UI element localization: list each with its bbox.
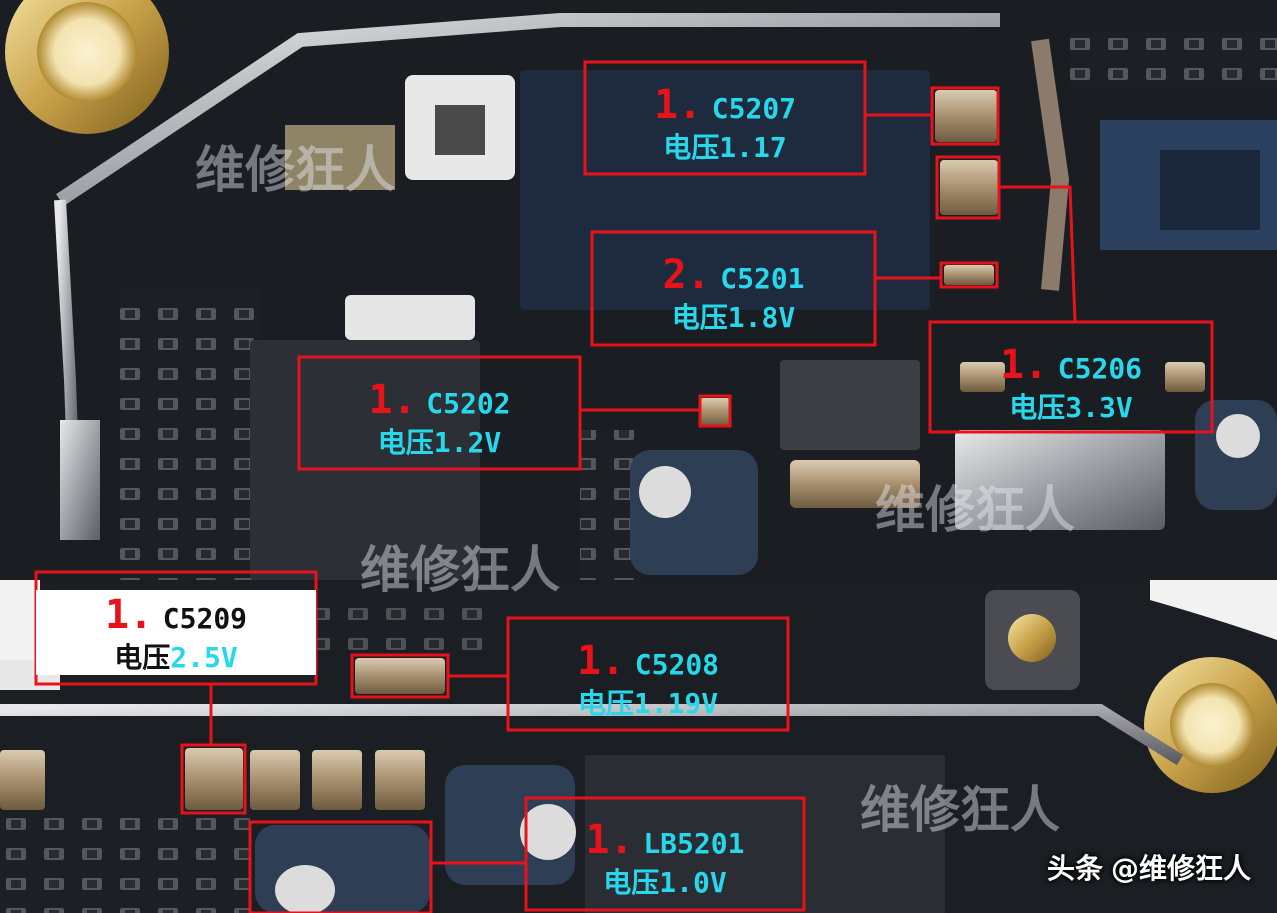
label-volt-prefix: 电压 [603, 866, 660, 899]
label-lb5201: 1. LB5201 电压1.0V [526, 815, 804, 900]
label-volt-value: 1.17 [719, 131, 787, 164]
label-number: 2. [662, 252, 711, 298]
label-c5206: 1. C5206 电压3.3V [930, 340, 1212, 425]
label-code: C5208 [634, 648, 720, 681]
label-volt-prefix: 电压 [377, 426, 434, 459]
label-c5202: 1. C5202 电压1.2V [299, 375, 580, 460]
label-volt-value: 1.0V [659, 866, 727, 899]
label-number: 1. [585, 817, 634, 863]
label-code: LB5201 [643, 827, 745, 860]
label-volt-value: 1.8V [727, 301, 796, 334]
label-code: C5206 [1057, 352, 1143, 385]
credit-brand: 头条 [1046, 852, 1103, 885]
source-credit: 头条@维修狂人 [1047, 847, 1251, 887]
label-number: 1. [653, 82, 703, 128]
label-volt-value: 2.5V [170, 641, 238, 674]
label-c5209: 1. C5209 电压2.5V [36, 590, 316, 675]
label-volt-prefix: 电压 [114, 641, 171, 674]
label-code: C5207 [711, 92, 797, 125]
label-volt-prefix: 电压 [577, 687, 634, 720]
label-c5207: 1. C5207 电压1.17 [585, 80, 865, 165]
label-volt-value: 3.3V [1065, 391, 1133, 424]
label-volt-value: 1.2V [433, 426, 502, 459]
label-volt-prefix: 电压 [671, 301, 728, 334]
label-code: C5209 [162, 602, 248, 635]
label-c5208: 1. C5208 电压1.19V [508, 636, 788, 721]
label-number: 1. [576, 638, 626, 684]
label-c5201: 2. C5201 电压1.8V [592, 250, 875, 335]
label-number: 1. [999, 342, 1049, 388]
credit-handle: @维修狂人 [1110, 852, 1251, 885]
label-volt-value: 1.19V [633, 687, 719, 720]
label-number: 1. [368, 377, 417, 423]
label-code: C5201 [720, 262, 805, 295]
label-code: C5202 [426, 387, 511, 420]
label-volt-prefix: 电压 [663, 131, 720, 164]
label-volt-prefix: 电压 [1009, 391, 1066, 424]
label-number: 1. [104, 592, 154, 638]
